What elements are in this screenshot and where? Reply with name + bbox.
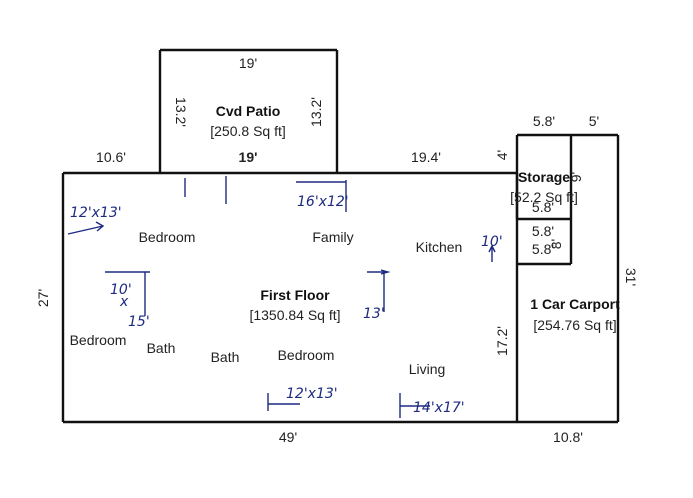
patio-title: Cvd Patio [216, 103, 281, 119]
room-bedroom-3: Bedroom [278, 347, 335, 363]
patio-dim-left: 13.2' [173, 97, 189, 127]
carport-outline [517, 133, 620, 424]
note-family-size: 16'x12' [297, 194, 349, 210]
room-bedroom-2: Bedroom [70, 332, 127, 348]
room-family: Family [312, 229, 353, 245]
note-bedroom-3-size: 12'x13' [286, 386, 338, 402]
storage-dim-inner-b: 5.8' [532, 223, 554, 239]
floor-dim-top-right: 19.4' [411, 149, 441, 165]
room-kitchen: Kitchen [416, 239, 463, 255]
note-bedroom-1-size: 12'x13' [70, 205, 122, 221]
carport-dim-bottom: 10.8' [553, 429, 583, 445]
storage-dim-small: 8' [548, 239, 564, 249]
storage-dim-top: 5.8' [533, 113, 555, 129]
patio-dim-bottom: 19' [239, 149, 258, 165]
floor-area: [1350.84 Sq ft] [249, 307, 340, 323]
floor-dim-inner-right: 17.2' [494, 326, 510, 356]
note-center-dim: 13' [363, 306, 385, 322]
storage-area: [52.2 Sq ft] [510, 189, 578, 205]
carport-area: [254.76 Sq ft] [533, 317, 616, 333]
storage-dim-inner-a: 5.8' [532, 199, 554, 215]
floor-dim-left: 27' [35, 289, 51, 307]
note-bedroom-2-x: x [119, 294, 129, 310]
carport-title: 1 Car Carport [530, 296, 620, 312]
floor-dim-top-left: 10.6' [96, 149, 126, 165]
note-kitchen-dim: 10' [481, 234, 503, 250]
storage-title: Storage [518, 169, 570, 185]
patio-dim-top: 19' [239, 55, 257, 71]
note-bedroom-2-dim: 10' [110, 282, 132, 298]
storage-outline [515, 133, 573, 266]
room-bath-1: Bath [147, 340, 176, 356]
note-bedroom-2-dim-b: 15' [128, 314, 150, 330]
room-bath-2: Bath [211, 349, 240, 365]
carport-dim-right: 31' [623, 268, 639, 286]
patio-outline [158, 48, 339, 173]
hand-marks [67, 176, 496, 418]
carport-dim-top: 5' [589, 113, 599, 129]
patio-dim-right: 13.2' [308, 97, 324, 127]
floor-title: First Floor [260, 287, 330, 303]
room-bedroom-1: Bedroom [139, 229, 196, 245]
storage-dim-inner-c: 5.8' [532, 241, 554, 257]
note-living-size: 14'x17' [413, 400, 465, 416]
storage-dim-side: 9' [568, 172, 584, 182]
room-living: Living [409, 361, 446, 377]
patio-area: [250.8 Sq ft] [210, 123, 286, 139]
floor-dim-bottom: 49' [279, 429, 297, 445]
storage-dim-left: 4' [494, 150, 510, 160]
